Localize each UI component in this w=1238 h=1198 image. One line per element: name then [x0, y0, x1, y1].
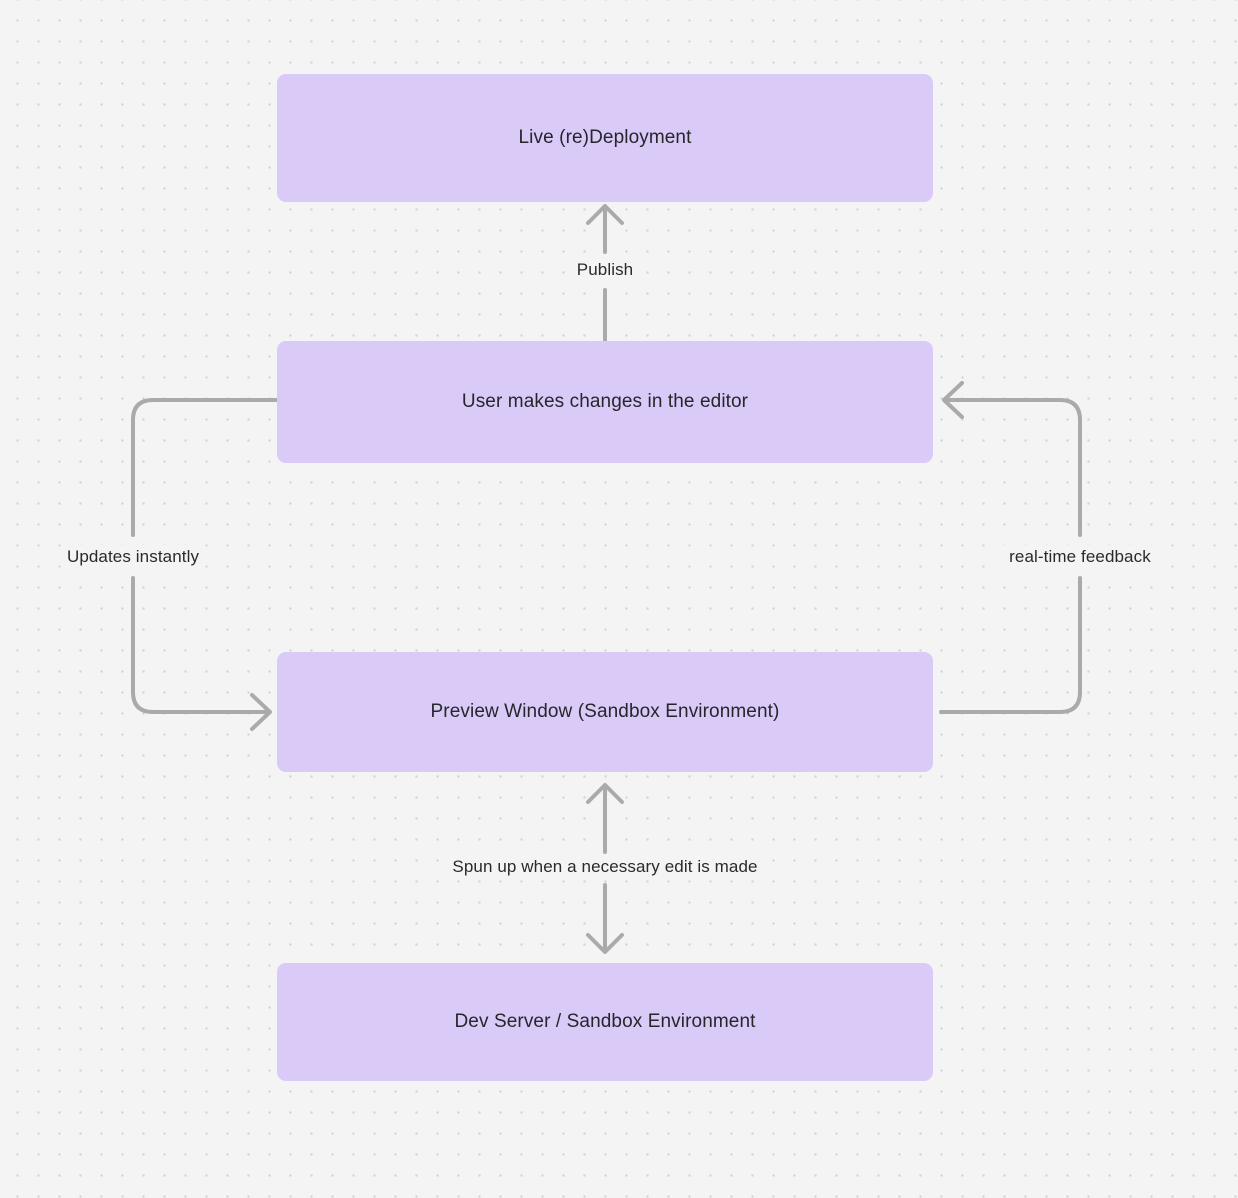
edge-label-spun-up: Spun up when a necessary edit is made — [446, 854, 764, 880]
node-dev-server[interactable]: Dev Server / Sandbox Environment — [277, 963, 933, 1081]
node-label: Dev Server / Sandbox Environment — [454, 1011, 756, 1033]
node-label: Live (re)Deployment — [518, 127, 692, 149]
node-label: User makes changes in the editor — [461, 391, 749, 413]
node-user-edits[interactable]: User makes changes in the editor — [277, 341, 933, 463]
node-preview-window[interactable]: Preview Window (Sandbox Environment) — [277, 652, 933, 772]
node-label: Preview Window (Sandbox Environment) — [430, 701, 780, 723]
edge-label-publish: Publish — [570, 257, 640, 283]
node-live-deployment[interactable]: Live (re)Deployment — [277, 74, 933, 202]
edge-label-updates-instantly: Updates instantly — [60, 544, 206, 570]
edge-label-real-time-feedback: real-time feedback — [1003, 544, 1157, 570]
